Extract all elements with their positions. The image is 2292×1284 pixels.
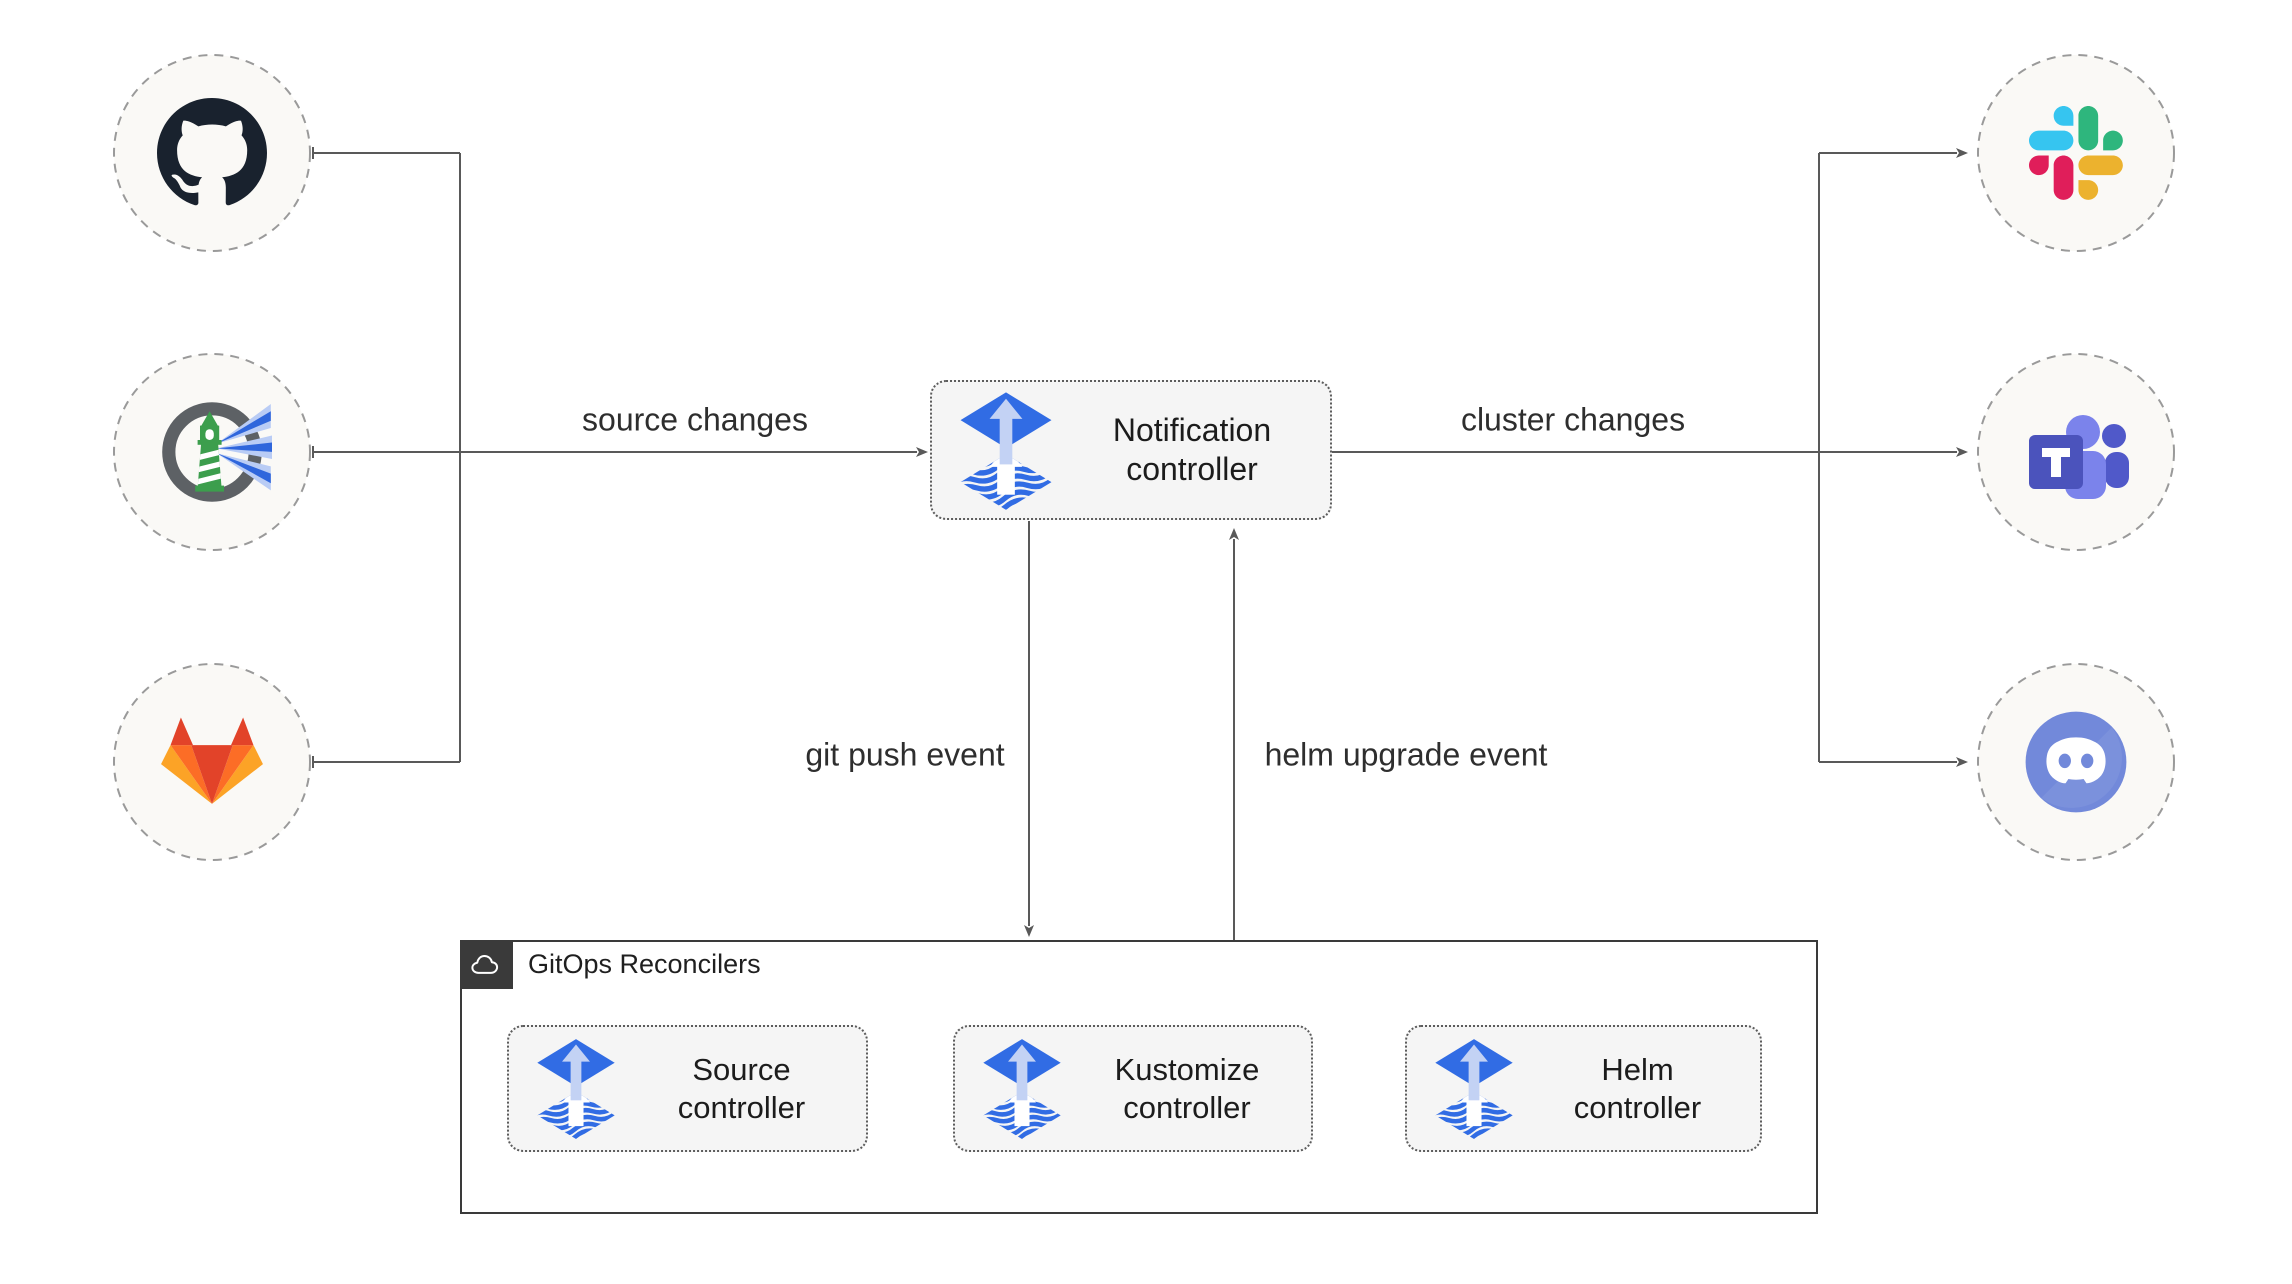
helm-controller-label: Helm controller: [1573, 1051, 1702, 1125]
flux-icon: [981, 1038, 1063, 1139]
cloud-icon: [469, 951, 505, 979]
source-controller-label: Source controller: [677, 1051, 806, 1125]
gitops-group-title: GitOps Reconcilers: [528, 949, 761, 979]
kustomize-controller-box: Kustomize controller: [953, 1025, 1313, 1152]
node-microsoft-teams: [1976, 352, 2176, 552]
edge-label-source-changes: source changes: [582, 401, 808, 438]
node-github: [112, 53, 312, 253]
flux-icon: [1433, 1038, 1515, 1139]
gitops-reconcilers-group: GitOps Reconcilers Source controller Kus…: [460, 940, 1818, 1214]
helm-controller-box: Helm controller: [1405, 1025, 1762, 1152]
edge-label-git-push-event: git push event: [805, 736, 1005, 773]
flux-icon: [535, 1038, 617, 1139]
source-controller-box: Source controller: [507, 1025, 868, 1152]
flux-icon: [958, 391, 1054, 510]
notification-controller-box: Notification controller: [930, 380, 1332, 520]
gitops-group-tab: [460, 940, 513, 989]
node-slack: [1976, 53, 2176, 253]
discord-icon: [2025, 711, 2127, 813]
notification-controller-label: Notification controller: [1112, 411, 1272, 487]
kustomize-controller-label: Kustomize controller: [1114, 1051, 1260, 1125]
edge-label-cluster-changes: cluster changes: [1460, 401, 1686, 438]
node-harbor: [112, 352, 312, 552]
node-gitlab: [112, 662, 312, 862]
node-discord: [1976, 662, 2176, 862]
edge-label-helm-upgrade-event: helm upgrade event: [1264, 736, 1548, 773]
